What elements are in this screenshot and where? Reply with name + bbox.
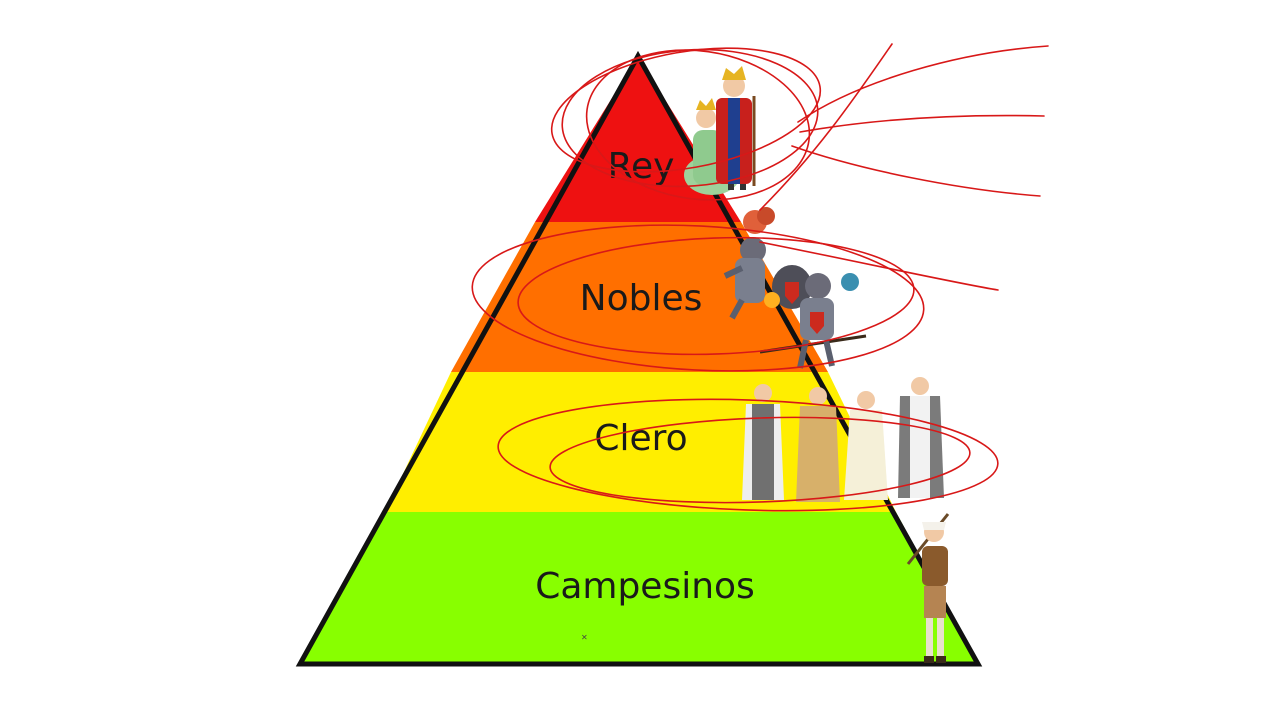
peasant-figure: [906, 513, 950, 663]
mouse-cursor-icon: ✕: [581, 633, 588, 642]
monks-figure: [742, 377, 944, 502]
king-queen-figure: [684, 66, 756, 195]
level-label-campesinos: Campesinos: [535, 566, 755, 607]
pyramid-level-campesinos: [300, 512, 978, 664]
handwritten-annotations: [471, 43, 1049, 512]
level-label-nobles: Nobles: [580, 278, 703, 319]
level-label-rey: Rey: [608, 146, 675, 187]
pyramid-level-nobles: [451, 222, 828, 372]
knights-figure: [723, 207, 867, 369]
pyramid-outline: [295, 50, 983, 667]
